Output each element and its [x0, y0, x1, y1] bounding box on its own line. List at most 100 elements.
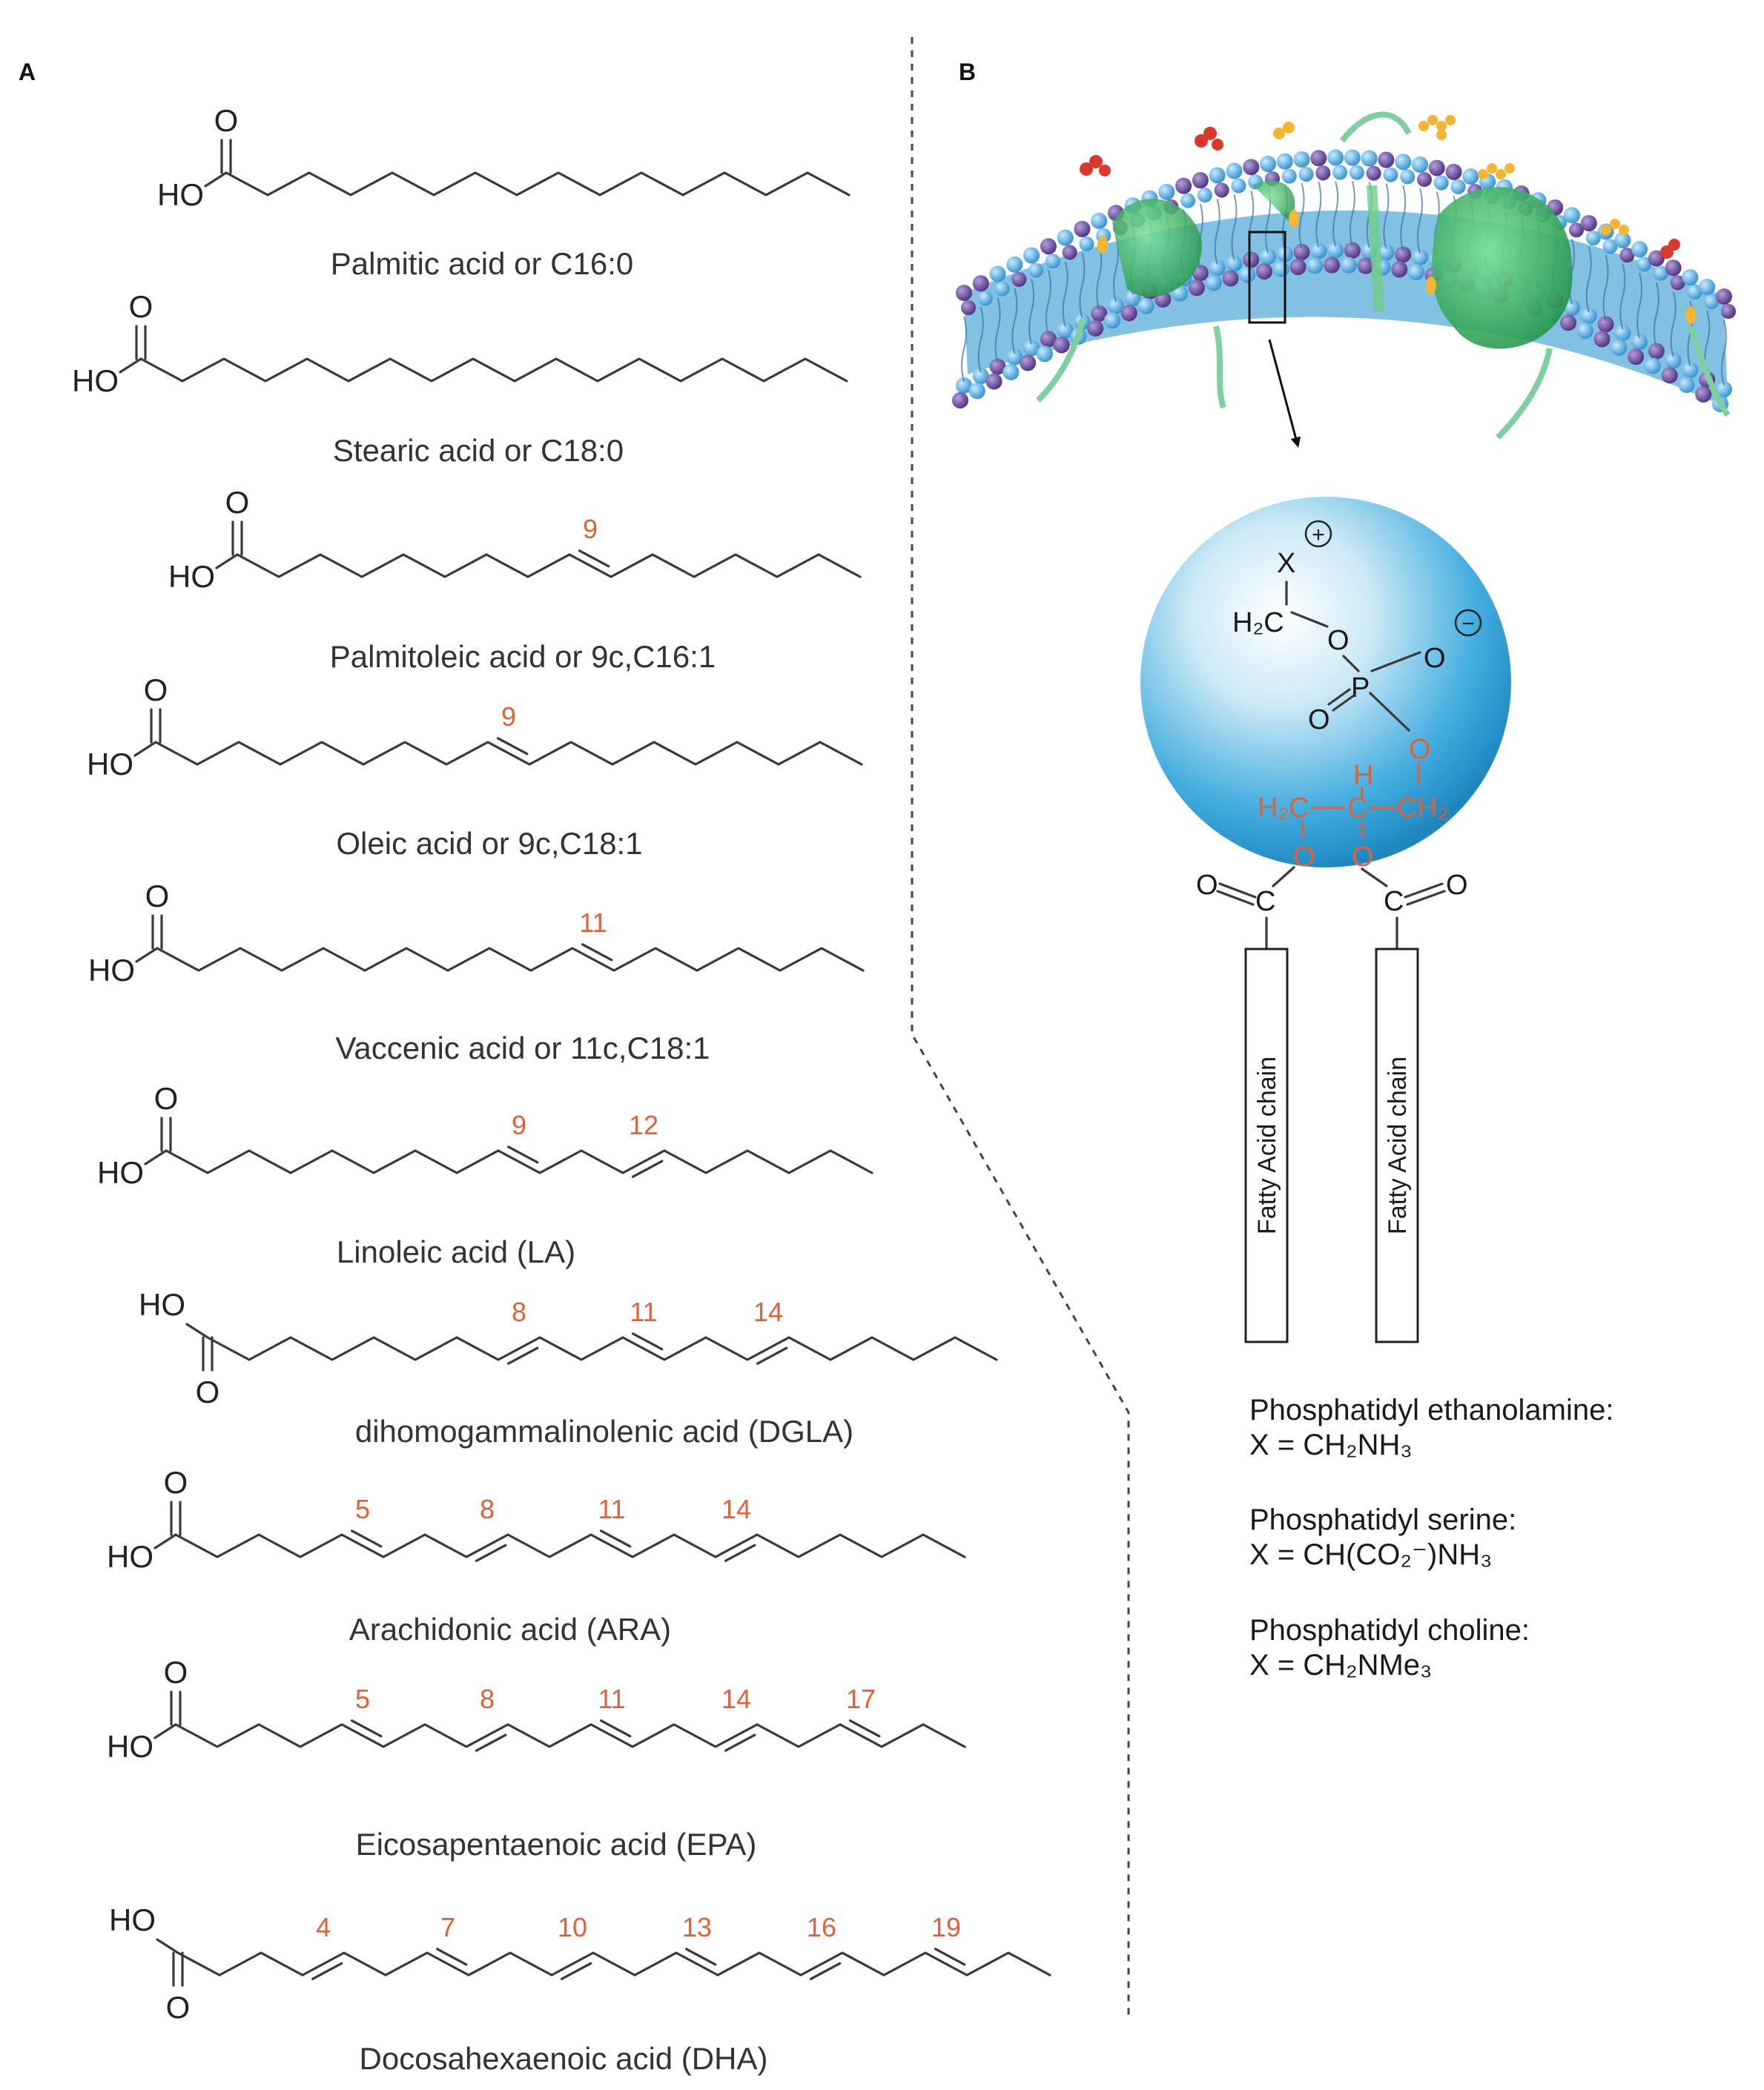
double-bond-position-label: 19 [931, 1912, 961, 1942]
lipid-tail [1383, 183, 1390, 249]
co-double-right-1 [1404, 882, 1444, 899]
fatty-acid-name: Stearic acid or C18:0 [333, 433, 624, 468]
carbon-chain [174, 1533, 966, 1558]
lipid-head-bottom [1678, 377, 1695, 394]
lipid-head-top [1653, 265, 1668, 281]
carbonyl-oxygen: O [166, 1990, 191, 2025]
p-oxo-label: O [1308, 704, 1330, 735]
lipid-head-top [1023, 247, 1040, 264]
lipid-head-bottom [989, 358, 1006, 375]
hydroxyl-label: HO [72, 363, 119, 398]
lipid-head-top [1704, 294, 1720, 309]
membrane-protein-1 [1112, 198, 1202, 297]
lipid-head-bottom [1002, 363, 1020, 380]
lipid-head-bottom [1057, 322, 1074, 339]
double-bond-8 [506, 1346, 539, 1365]
lipid-head-bottom [1340, 257, 1357, 274]
glycerol-o-left: O [1293, 841, 1315, 873]
lipid-head-top [1231, 178, 1246, 194]
carbonyl-o-right: O [1446, 870, 1468, 901]
lipid-head-bottom [1682, 362, 1699, 379]
double-bond-13 [684, 1948, 717, 1966]
lipid-head-top [994, 281, 1010, 297]
carbon-chain [139, 357, 848, 383]
lipid-tail [1315, 182, 1322, 248]
carbon-chain [236, 553, 862, 578]
lipid-head-top [1281, 168, 1297, 184]
glycerol-o-right: O [1352, 841, 1374, 873]
lipid-head-top [1361, 150, 1378, 167]
minus-charge-sign: − [1461, 612, 1475, 636]
lipid-head-bottom [1628, 348, 1645, 366]
double-bond-14 [724, 1733, 756, 1752]
double-bond-position-label: 10 [558, 1912, 587, 1942]
minus-charge-circle [1454, 609, 1482, 637]
fatty-acid-name: Palmitoleic acid or 9c,C16:1 [330, 639, 716, 674]
lipid-head-bottom [1564, 300, 1580, 317]
double-bond-position-label: 11 [598, 1684, 625, 1714]
protein-tail-4 [1688, 325, 1731, 417]
carbon-chain [225, 171, 850, 196]
legend-formula-ps: X = CH(CO₂⁻)NH₃ [1249, 1538, 1492, 1571]
lipid-tail [1653, 282, 1659, 348]
lipid-head-bottom [1716, 381, 1732, 397]
lipid-head-bottom [1293, 244, 1310, 261]
lipid-head-bottom [1344, 242, 1361, 259]
lipid-head-top [1580, 215, 1597, 232]
lipid-head-top [961, 300, 976, 315]
double-bond-position-label: 5 [355, 1684, 370, 1714]
double-bond-11 [631, 1332, 664, 1351]
lipid-head-top [1614, 232, 1631, 249]
hydroxyl-label: HO [109, 1902, 156, 1937]
fatty-acid-name: Palmitic acid or C16:0 [331, 246, 634, 281]
hydroxyl-label: HO [168, 559, 215, 594]
plus-charge-circle [1304, 520, 1332, 548]
fatty-acid-chain-left [1244, 948, 1289, 1343]
lipid-head-top [1636, 257, 1652, 272]
fatty-acid-name: Docosahexaenoic acid (DHA) [360, 2041, 768, 2076]
lipid-head-bottom [1040, 331, 1057, 348]
lipid-head-bottom [956, 377, 972, 394]
lipid-head-bottom [1357, 257, 1374, 274]
chain-label-left: Fatty Acid chain [1253, 1056, 1281, 1234]
double-bond-position-label: 12 [629, 1110, 658, 1140]
lipid-head-bottom [1310, 242, 1327, 259]
carbonyl-oxygen: O [129, 289, 153, 324]
carbonyl-c-right: C [1384, 886, 1404, 917]
hydroxyl-label: HO [107, 1729, 153, 1764]
lipid-tail [977, 306, 984, 373]
lipid-head-bottom [1272, 260, 1289, 277]
lipid-head-top [1310, 150, 1327, 167]
lipid-head-bottom [972, 368, 989, 385]
lipid-head-bottom [1243, 251, 1260, 268]
double-bond-4 [311, 1962, 343, 1980]
lipid-head-top [1462, 168, 1479, 185]
double-bond-11 [581, 943, 613, 962]
lipid-tail [1045, 270, 1051, 336]
lipid-tail [961, 316, 967, 383]
hydroxyl-label: HO [157, 177, 204, 212]
lipid-head-top [1682, 269, 1699, 286]
lipid-head-top [1260, 156, 1276, 173]
fatty-acid-name: dihomogammalinolenic acid (DGLA) [355, 1414, 853, 1449]
double-bond-9 [496, 737, 529, 755]
carbonyl-oxygen: O [144, 672, 168, 707]
phosphorus-label: P [1351, 672, 1370, 704]
lipid-head-bottom [1260, 248, 1276, 265]
lipid-head-bottom [1020, 354, 1037, 371]
double-bond-11 [599, 1719, 632, 1738]
double-bond-9 [578, 549, 610, 568]
double-bond-11 [599, 1530, 632, 1548]
lipid-head-bottom [1023, 340, 1040, 357]
lipid-head-top [1665, 259, 1682, 277]
lipid-head-top [1276, 153, 1293, 170]
lipid-head-top [1716, 288, 1732, 305]
co-double-left-1 [1218, 882, 1257, 899]
lipid-head-top [1450, 179, 1466, 194]
panel-a-label: A [19, 59, 36, 85]
phospholipid-structure: X + H₂C O P O − O O H H₂C C CH₂ O O C C … [1140, 497, 1511, 1343]
x-group-label: X [1277, 548, 1295, 579]
